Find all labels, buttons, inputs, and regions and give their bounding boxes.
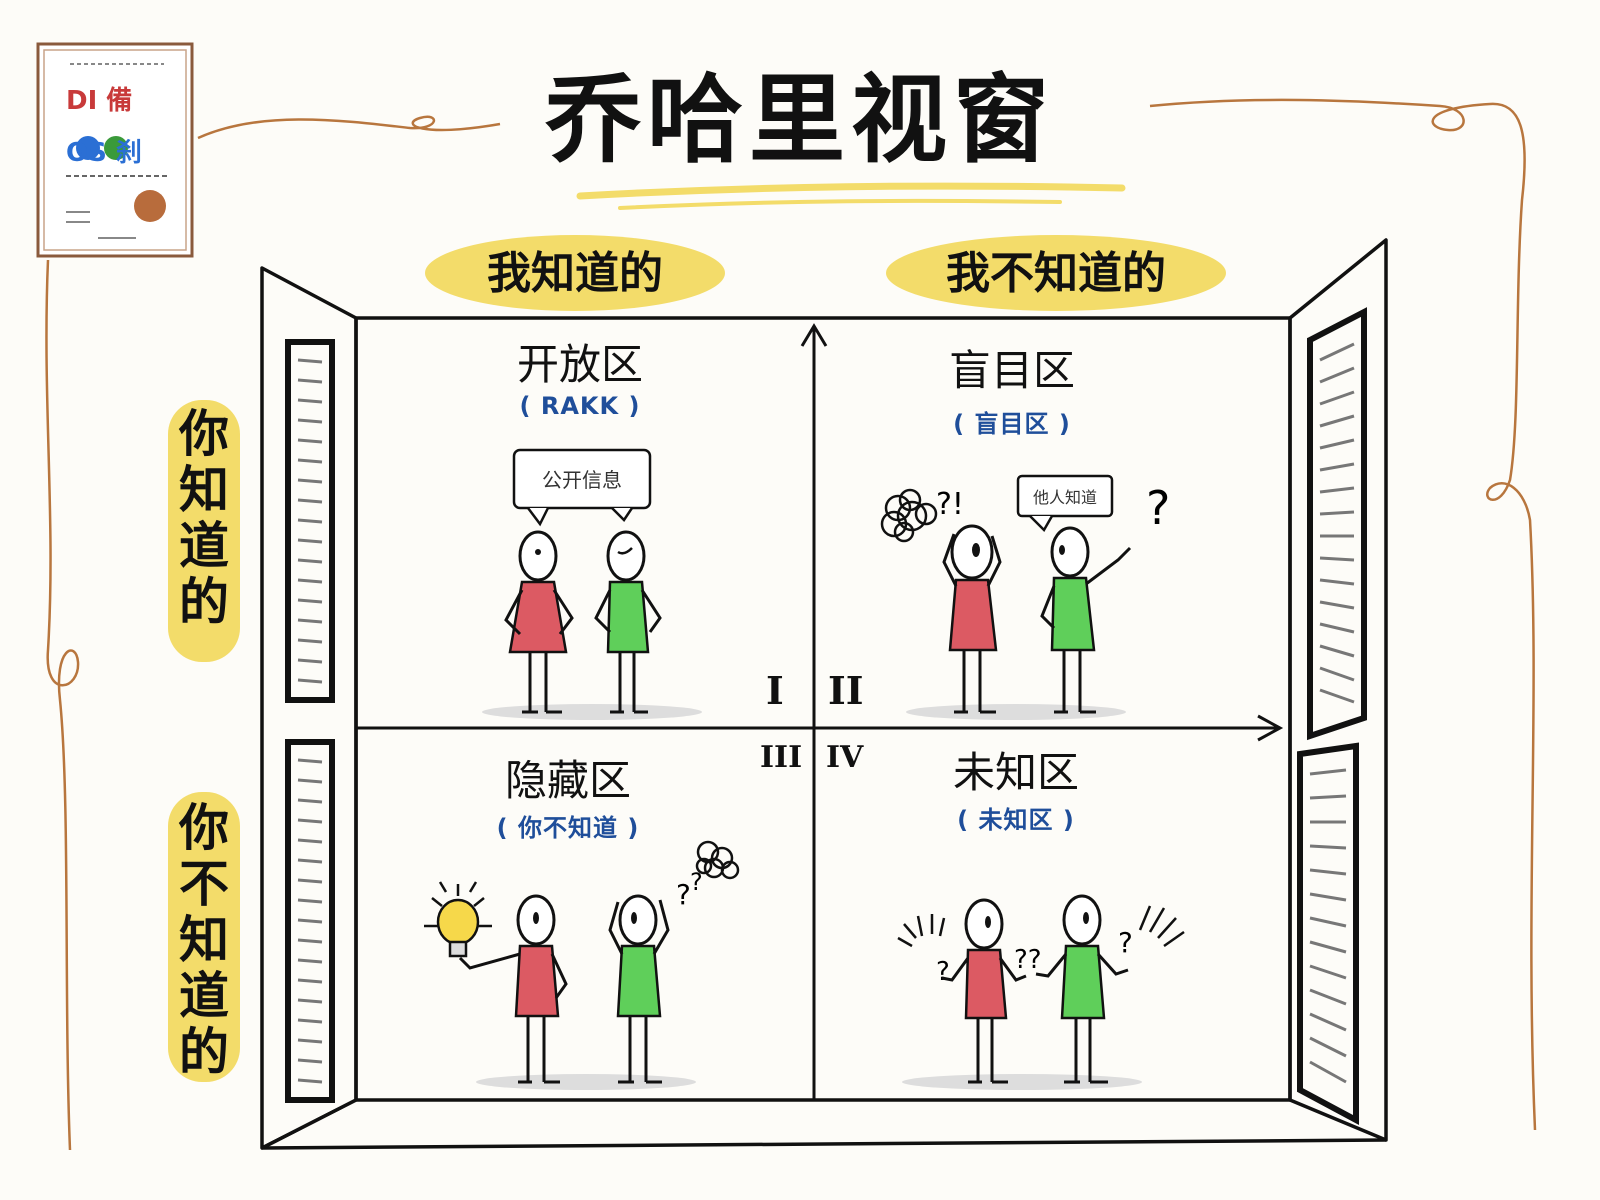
book-cover bbox=[36, 42, 194, 258]
svg-text:?: ? bbox=[676, 878, 691, 911]
quadrant-title-hidden: 隐藏区 bbox=[504, 756, 631, 805]
page-title: 乔哈里视窗 bbox=[545, 64, 1055, 176]
quadrant-title-blind: 盲目区 bbox=[948, 346, 1075, 395]
figures-hidden-area: ? ? bbox=[424, 840, 740, 1090]
svg-text:?: ? bbox=[1118, 926, 1133, 959]
title-underline bbox=[576, 182, 1126, 200]
column-highlight-unknown bbox=[886, 235, 1226, 311]
row-header-known-to-others: 你知道的 bbox=[179, 405, 229, 631]
svg-text:?!: ?! bbox=[936, 487, 964, 522]
figures-blind-area: ?! ? bbox=[880, 474, 1170, 720]
quadrant-axes bbox=[356, 323, 1284, 1100]
row-header-unknown-to-others: 你不知道的 bbox=[179, 799, 229, 1081]
quadrant-subtitle-open: ( RAKK ) bbox=[519, 392, 641, 420]
figures-open-area bbox=[482, 448, 702, 720]
shutter-left-bottom bbox=[285, 739, 335, 1103]
speech-bubble-open: 公开信息 bbox=[542, 468, 622, 492]
quadrant-numeral-iii: III bbox=[760, 740, 803, 775]
quadrant-subtitle-hidden: ( 你不知道 ) bbox=[496, 814, 640, 842]
decorative-string-right bbox=[1149, 98, 1537, 1131]
quadrant-numeral-ii: II bbox=[828, 668, 864, 713]
column-highlight-known bbox=[425, 235, 725, 311]
row-highlight-known bbox=[168, 400, 240, 662]
shutter-right-bottom bbox=[1297, 742, 1359, 1126]
quadrant-numeral-i: I bbox=[766, 668, 784, 713]
shutter-right-top bbox=[1307, 307, 1367, 741]
figures-unknown-area: ? ?? ? bbox=[897, 894, 1185, 1090]
decorative-string-left-vertical bbox=[45, 259, 80, 1151]
book-cover-title-line2: OS 刹 bbox=[66, 138, 142, 168]
book-cover-title-line1: DI 備 bbox=[66, 86, 133, 116]
quadrant-title-unknown: 未知区 bbox=[952, 748, 1079, 797]
svg-text:??: ?? bbox=[1014, 945, 1042, 975]
quadrant-title-open: 开放区 bbox=[516, 340, 643, 389]
row-highlight-unknown bbox=[168, 792, 240, 1082]
quadrant-numeral-iv: IV bbox=[826, 740, 864, 775]
svg-text:?: ? bbox=[936, 957, 950, 987]
svg-text:?: ? bbox=[1146, 481, 1170, 535]
speech-bubble-blind: 他人知道 bbox=[1032, 488, 1097, 507]
column-header-unknown-to-self: 我不知道的 bbox=[946, 248, 1166, 299]
svg-text:?: ? bbox=[690, 868, 703, 896]
column-header-known-to-self: 我知道的 bbox=[487, 248, 663, 299]
decorative-string-left bbox=[197, 115, 501, 140]
shutter-left-top bbox=[285, 339, 335, 703]
window-frame bbox=[260, 238, 1388, 1150]
quadrant-subtitle-blind: ( 盲目区 ) bbox=[953, 410, 1071, 438]
quadrant-subtitle-unknown: ( 未知区 ) bbox=[957, 806, 1075, 834]
